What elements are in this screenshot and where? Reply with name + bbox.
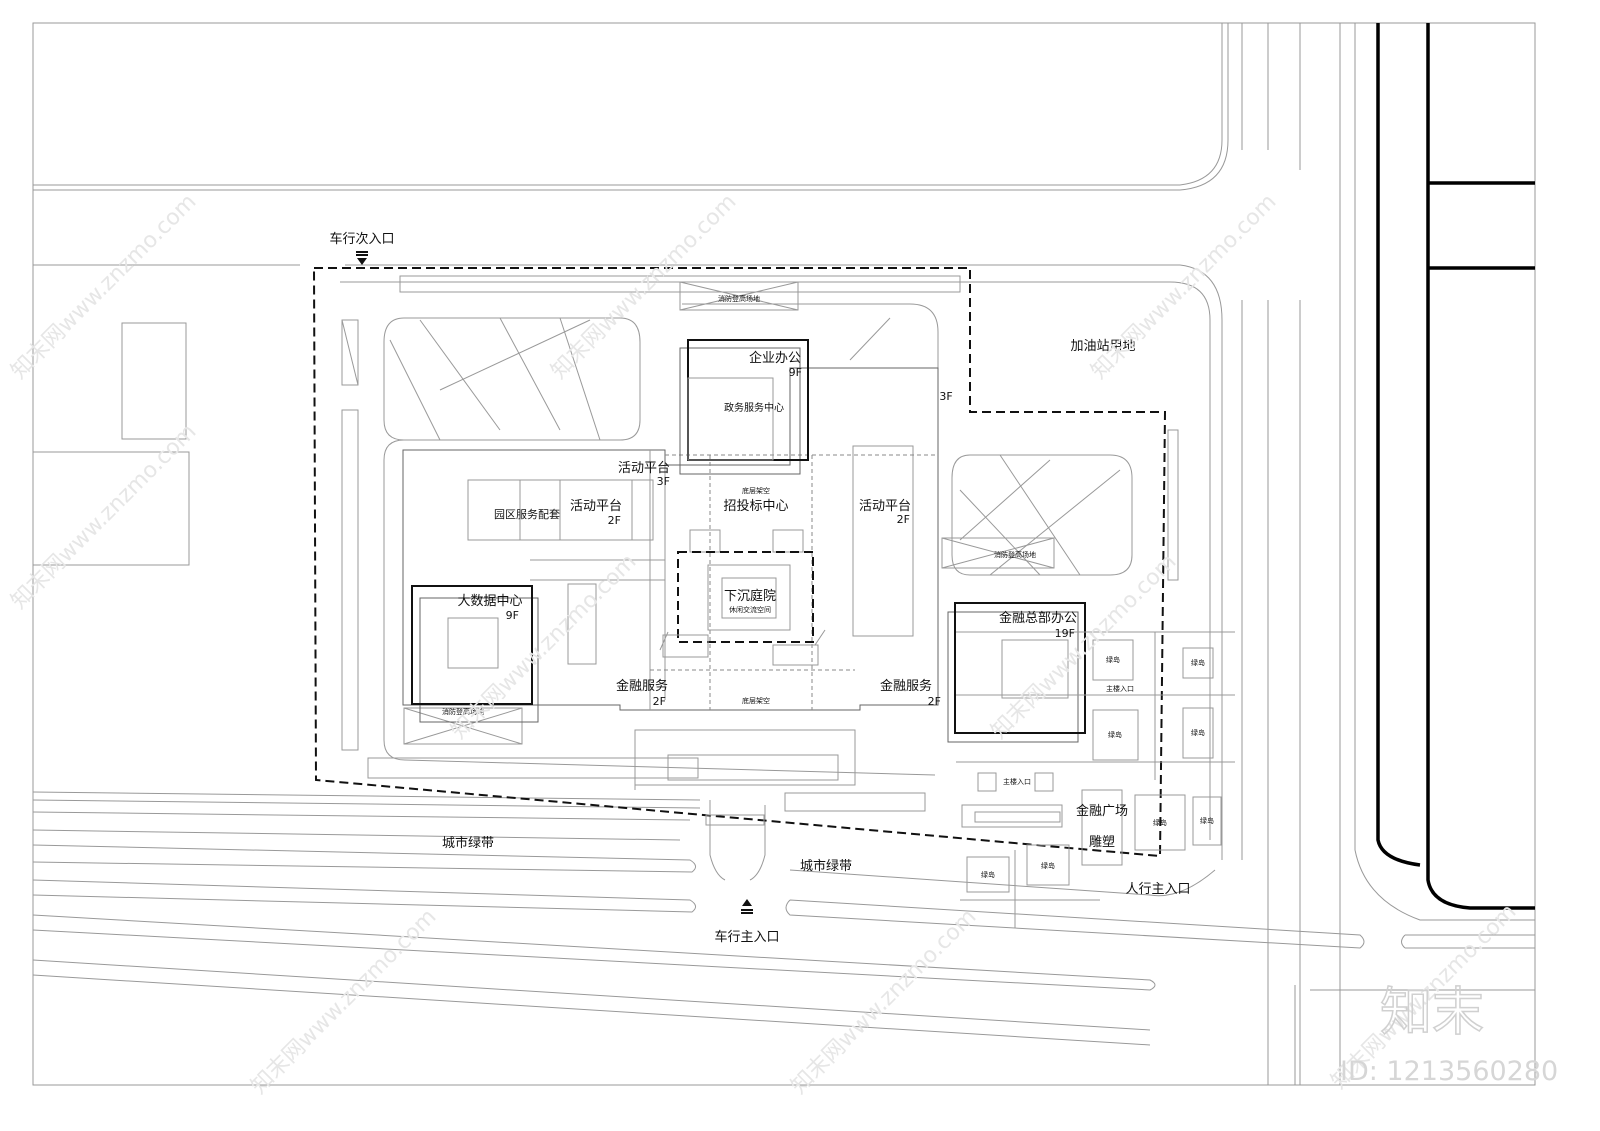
activity-platform-west-label: 活动平台 [570, 499, 622, 514]
financial-hq-label: 金融总部办公 [999, 610, 1077, 626]
green-island-label-7: 绿岛 [1041, 861, 1055, 870]
watermark-text: 知末网www.znzmo.com [1087, 189, 1282, 384]
gov-service-label: 政务服务中心 [724, 401, 784, 414]
main-building-entrance-label-1: 主楼入口 [1106, 684, 1134, 693]
watermark-text: 知末网www.znzmo.com [787, 904, 982, 1099]
activity-platform-east-floors: 2F [897, 513, 910, 526]
green-island-label-4: 绿岛 [1191, 728, 1205, 737]
watermark-text: 知末网www.znzmo.com [547, 189, 742, 384]
main-entrance-arrow-icon [742, 899, 752, 906]
site-boundary [312, 267, 1167, 858]
watermark-text: 知末网www.znzmo.com [7, 189, 202, 384]
activity-platform-east-label: 活动平台 [859, 499, 911, 514]
secondary-vehicle-entrance-label: 车行次入口 [329, 231, 394, 247]
green-island-label-1: 绿岛 [1106, 655, 1120, 664]
drawing-frame [32, 22, 1536, 1086]
enterprise-office-label: 企业办公 [749, 350, 801, 366]
central-atrium [650, 454, 938, 710]
watermark-text: 知末网www.znzmo.com [7, 419, 202, 614]
main-vehicle-entrance-label: 车行主入口 [714, 929, 779, 945]
green-island-label-5: 绿岛 [1153, 818, 1167, 827]
entrance-arrows [356, 251, 753, 914]
financial-services-east-floors: 2F [928, 695, 941, 708]
financial-services-east-label: 金融服务 [880, 678, 932, 694]
watermark-logo: 知末 [1380, 983, 1484, 1043]
financial-plaza-label: 金融广场 [1076, 803, 1128, 819]
green-island-label-8: 绿岛 [981, 870, 995, 879]
parking-stalls [341, 275, 1179, 812]
activity-platform-3f-floors: 3F [657, 475, 670, 488]
financial-hq-tower [947, 602, 1086, 743]
financial-hq-floors: 19F [1055, 627, 1075, 640]
green-island-label-3: 绿岛 [1108, 730, 1122, 739]
activity-platform-west-floors: 2F [608, 514, 621, 527]
south-roads [32, 791, 1535, 1085]
enterprise-office-tower [679, 339, 809, 475]
watermark-id: ID: 1213560280 [1340, 1056, 1558, 1087]
enterprise-office-floors: 9F [789, 366, 802, 379]
watermark-text: 知末网www.znzmo.com [447, 549, 642, 744]
overhead-bottom-label: 底层架空 [742, 696, 770, 705]
south-forecourt [634, 729, 856, 826]
main-building-entrance-label-2: 主楼入口 [1003, 777, 1031, 786]
pedestrian-entrance-label: 人行主入口 [1125, 882, 1190, 897]
green-island-label-2: 绿岛 [1191, 658, 1205, 667]
sculpture-label: 雕塑 [1089, 835, 1115, 850]
park-service-label: 园区服务配套 [494, 508, 560, 521]
financial-plaza [956, 631, 1235, 928]
west-buildings [32, 322, 190, 566]
gas-station-label: 加油站用地 [1070, 339, 1135, 354]
watermark-layer: 知末网www.znzmo.com 知末网www.znzmo.com 知末网www… [7, 189, 1559, 1099]
sunken-courtyard-label: 下沉庭院 [724, 588, 776, 604]
podium-building [402, 367, 939, 711]
big-data-center-floors: 9F [506, 609, 519, 622]
landscape-patterns [389, 317, 1121, 576]
green-island-label-6: 绿岛 [1200, 816, 1214, 825]
fire-site-label-east: 消防登高场地 [994, 550, 1036, 559]
bidding-center-label: 招投标中心 [723, 498, 788, 514]
big-data-center-label: 大数据中心 [457, 594, 522, 609]
secondary-entrance-arrow-icon [357, 258, 367, 265]
watermark-text: 知末网www.znzmo.com [247, 904, 442, 1099]
internal-road [340, 281, 1211, 840]
north-road [33, 23, 1301, 266]
leisure-space-label: 休闲交流空间 [729, 605, 771, 614]
fire-site-label-top: 消防登高场地 [718, 294, 760, 303]
city-greenbelt-west-label: 城市绿带 [442, 835, 494, 851]
east-wing-floors: 3F [939, 390, 952, 403]
financial-services-west-floors: 2F [653, 695, 666, 708]
watermark-text: 知末网www.znzmo.com [987, 549, 1182, 744]
big-data-tower [411, 585, 539, 723]
overhead-top-label: 底层架空 [742, 486, 770, 495]
fire-site-label-west: 消防登高场地 [442, 707, 484, 716]
city-greenbelt-east-label: 城市绿带 [800, 858, 852, 874]
activity-platform-3f-label: 活动平台 [618, 461, 670, 476]
east-road [1179, 23, 1535, 1085]
financial-services-west-label: 金融服务 [616, 678, 668, 694]
fire-rescue-areas [403, 281, 1055, 745]
